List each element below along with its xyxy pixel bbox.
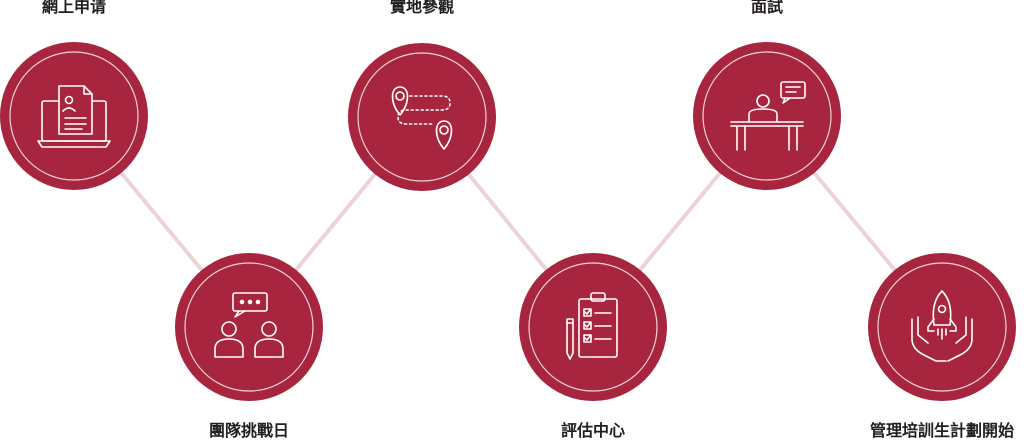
step-6-node bbox=[868, 253, 1016, 401]
team-chat-icon bbox=[214, 292, 284, 358]
step-3-node bbox=[348, 43, 496, 191]
rocket-launch-icon bbox=[911, 290, 973, 362]
step-label-5: 面試 bbox=[750, 0, 784, 16]
step-label-2: 團隊挑戰日 bbox=[208, 421, 290, 440]
interview-desk-icon bbox=[730, 81, 806, 151]
step-2-node bbox=[175, 253, 323, 401]
step-label-1: 網上申请 bbox=[41, 0, 107, 16]
step-label-4: 評估中心 bbox=[560, 421, 626, 440]
step-label-6: 管理培訓生計劃開始 bbox=[869, 421, 1015, 440]
map-route-icon bbox=[391, 86, 453, 150]
step-1-node bbox=[0, 42, 148, 190]
step-label-3: 實地參觀 bbox=[389, 0, 455, 16]
clipboard-checklist-icon bbox=[566, 292, 618, 360]
step-5-node bbox=[693, 42, 841, 190]
step-4-node bbox=[519, 253, 667, 401]
laptop-resume-icon bbox=[37, 85, 111, 148]
